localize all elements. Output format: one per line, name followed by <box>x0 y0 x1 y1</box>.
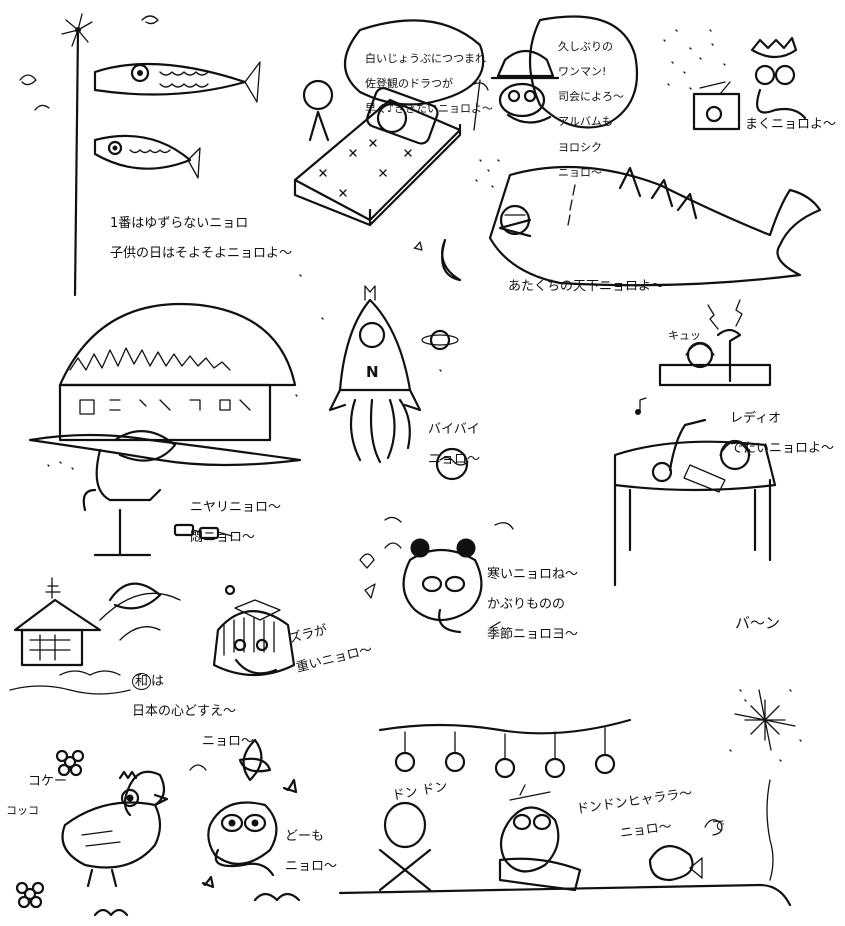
rocket-caption-line2: ニョロ〜 <box>428 451 481 467</box>
globe-drawing <box>435 447 469 481</box>
festival-sfx-de: で <box>712 819 726 834</box>
koinobori-drawing <box>19 13 261 297</box>
flower-icon <box>15 881 45 909</box>
radio-caption-line2: でたいニョロよ〜 <box>730 440 835 456</box>
building-caption-line2: 悶ニョロ〜 <box>190 529 256 545</box>
chicken-drawing <box>15 749 169 917</box>
lightbulb-icon <box>594 727 616 775</box>
panda-caption-line2: かぶりものの <box>487 596 566 612</box>
lightbulb-icon <box>494 733 516 779</box>
lightbulb-icon <box>394 731 416 773</box>
japanese-caption-line1: は <box>151 673 165 689</box>
chicken-sfx2: コッコ <box>6 804 39 817</box>
koinobori-caption-line1: 1番はゆずらないニョロ <box>110 215 249 231</box>
sleeping-bed-drawing <box>293 19 485 227</box>
radio-sfx: キュッ <box>668 329 701 342</box>
japanese-caption-line3: ニョロ〜 <box>202 733 255 749</box>
festival-caption-line1: ドンドンヒャララ〜 <box>575 786 694 818</box>
panda-caption-line1: 寒いニョロね〜 <box>487 566 579 582</box>
chicken-sfx1: コケー <box>28 774 68 789</box>
sleeping-bubble: 白いじょうぶにつつまれ 佐登観のドラつが 早く♪ききたいニョロよ〜 <box>365 40 493 128</box>
planet-icon <box>421 329 459 351</box>
building-caption-line1: ニヤリニョロ〜 <box>190 499 282 515</box>
hat-character-drawing <box>473 15 639 131</box>
star-icon <box>201 875 215 889</box>
lightbulb-icon <box>544 731 566 779</box>
hat-bubble-line2: ワンマン! <box>558 64 607 78</box>
hat-bubble-line4: アルバムも <box>558 115 613 129</box>
star-icon <box>282 778 298 794</box>
seeds-drawing <box>663 29 807 131</box>
music-note-icon <box>635 397 647 415</box>
seeds-caption: まくニョロよ〜 <box>745 117 837 132</box>
hat-bubble: 久しぶりの ワンマン! 司会によろ〜 アルバムも ヨロシク ニョロ〜 <box>558 28 624 192</box>
lightbulb-icon <box>444 731 466 773</box>
dizzy-caption: どーも ニョロ〜 <box>285 815 337 890</box>
hat-bubble-line5: ヨロシク <box>558 140 602 154</box>
radio-caption: レディオ でたいニョロよ〜 <box>730 397 834 472</box>
building-caption: ニヤリニョロ〜 悶ニョロ〜 <box>190 486 281 561</box>
hat-bubble-line3: 司会によろ〜 <box>558 90 624 104</box>
dizzy-caption-line1: どーも <box>285 828 325 844</box>
panda-character-drawing <box>359 516 514 634</box>
wig-character-drawing <box>212 584 296 677</box>
koinobori-caption-line2: 子供の日はそよそよニョロよ〜 <box>110 245 293 261</box>
flower-icon <box>55 749 85 777</box>
star-icon <box>413 241 423 251</box>
dizzy-character-drawing <box>189 738 301 902</box>
wig-caption-line2: 重いニョロ〜 <box>294 642 375 676</box>
shark-drawing <box>475 159 822 287</box>
panda-caption: 寒いニョロね〜 かぶりものの 季節ニョロヨ〜 <box>487 553 578 658</box>
festival-caption-line2: ニョロ〜 <box>619 819 673 842</box>
japanese-caption-line2: 日本の心どすえ〜 <box>132 703 237 719</box>
radio-caption-line1: レディオ <box>730 410 782 426</box>
pinwheel-icon <box>61 13 93 47</box>
shark-caption: あたくちの天下ニョロよ〜 <box>508 279 665 294</box>
building-drawing <box>28 302 302 557</box>
japanese-caption-mark: 和 <box>132 672 152 690</box>
japanese-caption: 和は 日本の心どすえ〜 ニョロ〜 <box>132 660 254 765</box>
festival-drawing <box>338 689 802 907</box>
rocket-caption-line1: バイバイ <box>428 421 480 437</box>
japanese-house-drawing <box>9 577 181 695</box>
firework-icon <box>729 689 802 762</box>
sleeping-bubble-line3: 早く♪ききたいニョロよ〜 <box>365 102 494 116</box>
festival-sfx-boom: バ〜ン <box>735 614 781 632</box>
hat-bubble-line6: ニョロ〜 <box>558 166 602 180</box>
panda-caption-line3: 季節ニョロヨ〜 <box>487 626 579 642</box>
hat-bubble-line1: 久しぶりの <box>558 39 613 53</box>
radio-studio-drawing <box>613 299 777 587</box>
rocket-drawing <box>295 238 469 481</box>
dizzy-caption-line2: ニョロ〜 <box>285 858 338 874</box>
rocket-caption: バイバイ ニョロ〜 <box>428 408 480 483</box>
glasses-drawing <box>173 523 233 540</box>
rocket-letter: N <box>366 363 379 381</box>
sleeping-bubble-line1: 白いじょうぶにつつまれ <box>365 51 486 65</box>
koinobori-caption: 1番はゆずらないニョロ 子供の日はそよそよニョロよ〜 <box>110 202 292 277</box>
wig-caption-line1: ズラが <box>287 622 329 647</box>
sleeping-bubble-line2: 佐登観のドラつが <box>365 76 453 90</box>
moon-drawing <box>441 238 462 282</box>
